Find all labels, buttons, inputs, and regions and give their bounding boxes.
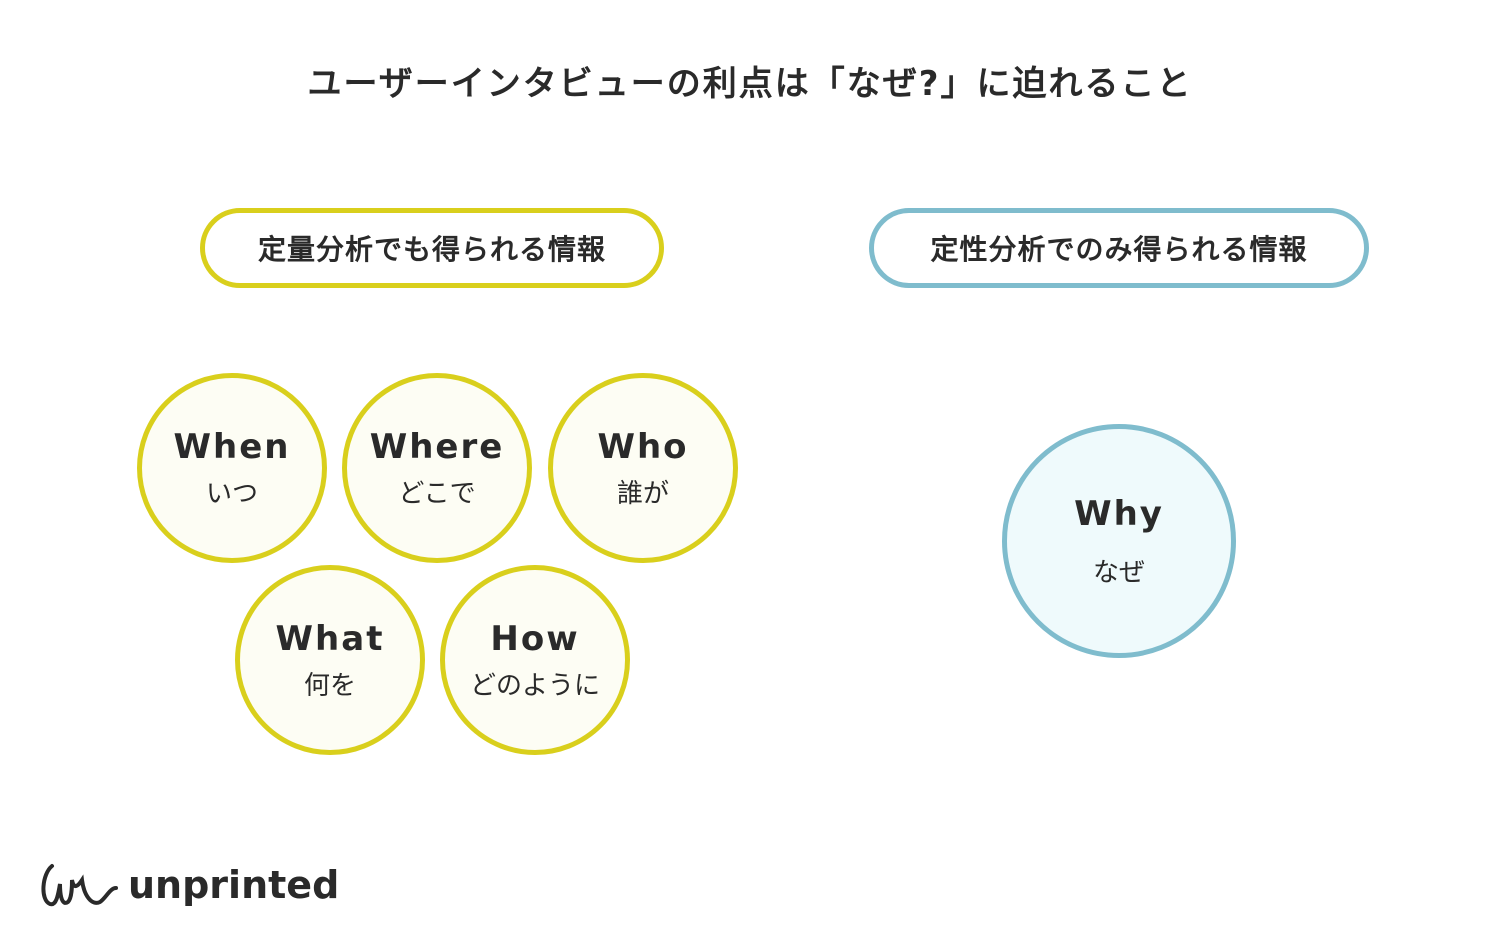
circle-what: What 何を	[235, 565, 425, 755]
circle-how: How どのように	[440, 565, 630, 755]
circle-en: Why	[1074, 493, 1164, 534]
logo-mark-icon	[41, 864, 118, 907]
logo: unprinted	[38, 860, 339, 910]
logo-text: unprinted	[128, 863, 340, 907]
page-title: ユーザーインタビューの利点は「なぜ?」に迫れること	[307, 64, 1193, 104]
circle-when: When いつ	[137, 373, 327, 563]
quantitative-label: 定量分析でも得られる情報	[200, 208, 664, 288]
circle-where: Where どこで	[342, 373, 532, 563]
circle-en: When	[173, 426, 291, 467]
circle-jp: いつ	[205, 478, 258, 509]
circle-en: Who	[597, 426, 689, 467]
circle-why: Why なぜ	[1002, 424, 1236, 658]
circle-jp: なぜ	[1092, 557, 1145, 588]
circle-en: What	[275, 618, 385, 659]
circle-who: Who 誰が	[548, 373, 738, 563]
qualitative-label: 定性分析でのみ得られる情報	[869, 208, 1369, 288]
circle-en: Where	[369, 426, 505, 467]
circle-jp: 誰が	[616, 478, 669, 509]
circle-jp: どこで	[398, 478, 476, 509]
circle-jp: どのように	[469, 670, 600, 701]
circle-en: How	[490, 618, 580, 659]
circle-jp: 何を	[303, 670, 356, 701]
